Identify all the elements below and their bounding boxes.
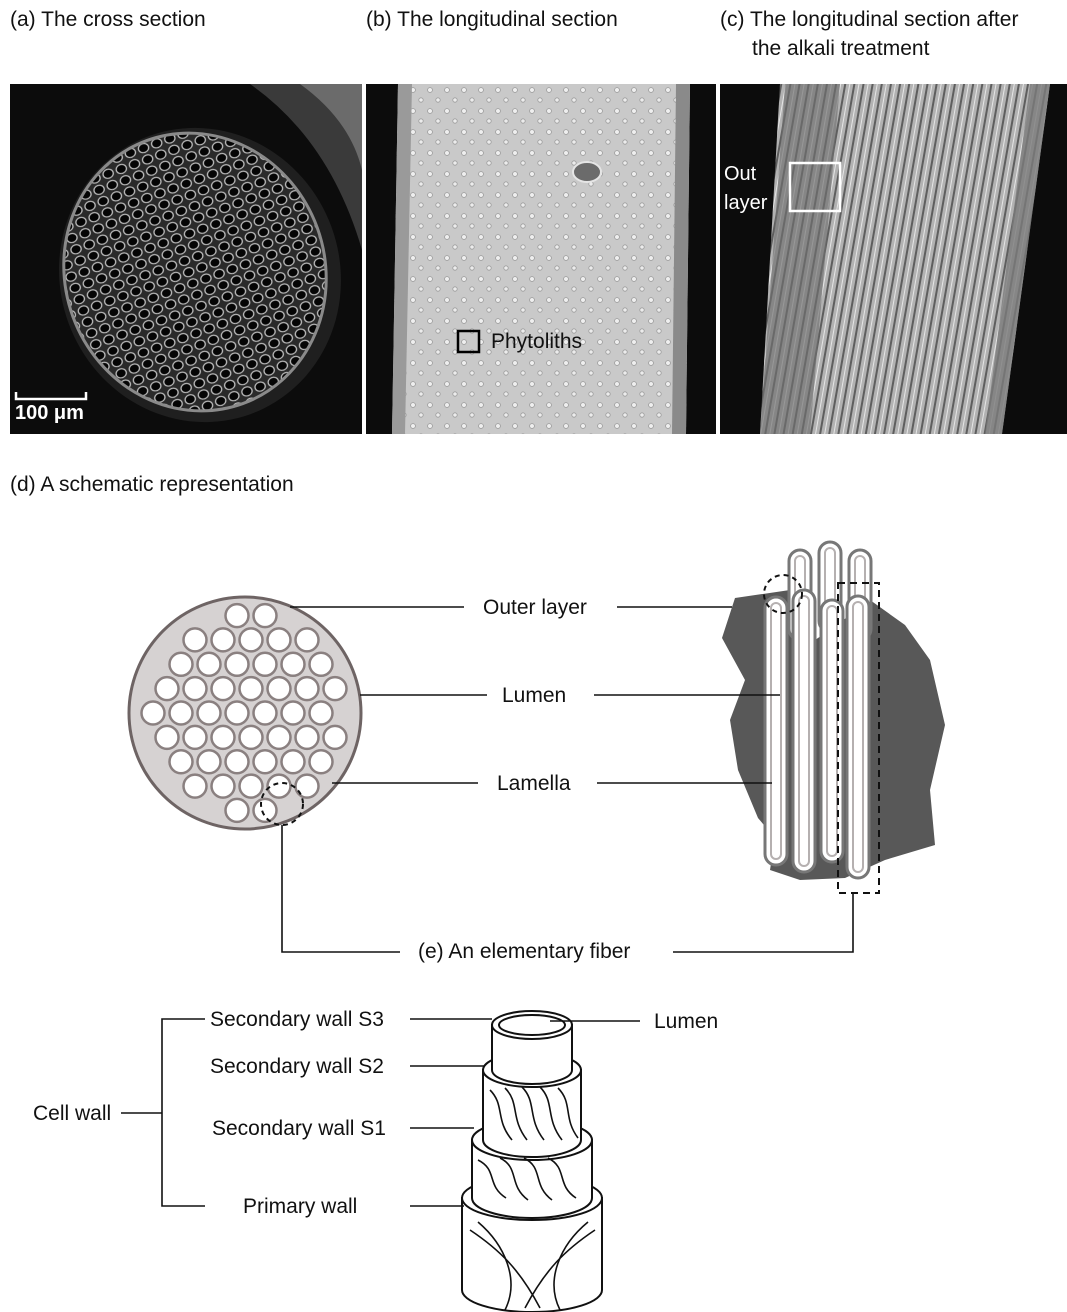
cell-lumen — [268, 775, 291, 798]
scale-bar-label: 100 μm — [15, 402, 84, 424]
cell-lumen — [254, 799, 277, 822]
elementary-fiber-drawing — [462, 1011, 602, 1312]
cell-lumen — [268, 677, 291, 700]
cell-lumen — [310, 702, 333, 725]
cell-lumen — [296, 677, 319, 700]
fiber-tube-lumen — [771, 603, 781, 859]
fiber-lumen-label: Lumen — [654, 1010, 718, 1033]
cell-lumen — [268, 726, 291, 749]
cell-lumen — [240, 628, 263, 651]
cell-lumen — [212, 628, 235, 651]
cell-lumen — [254, 702, 277, 725]
out-layer-label-line2: layer — [724, 192, 768, 214]
cell-lumen — [254, 653, 277, 676]
phytoliths-label: Phytoliths — [491, 330, 582, 353]
elementary-fiber-label: (e) An elementary fiber — [418, 940, 630, 963]
cell-lumen — [296, 726, 319, 749]
cell-lumen — [254, 750, 277, 773]
cell-lumen — [282, 750, 305, 773]
outer-layer-label: Outer layer — [483, 596, 587, 619]
cell-lumen — [212, 677, 235, 700]
cell-lumen — [282, 702, 305, 725]
cell-lumen — [198, 750, 221, 773]
cell-lumen — [324, 677, 347, 700]
cell-lumen — [170, 653, 193, 676]
cell-lumen — [226, 653, 249, 676]
cell-lumen — [310, 653, 333, 676]
cell-lumen — [254, 604, 277, 627]
cell-lumen — [226, 604, 249, 627]
cell-lumen — [296, 628, 319, 651]
cell-wall-label: Cell wall — [33, 1102, 111, 1125]
cell-lumen — [198, 702, 221, 725]
s1-label: Secondary wall S1 — [212, 1117, 386, 1140]
cell-lumen — [268, 628, 291, 651]
cell-lumen — [212, 726, 235, 749]
panel-c-caption-line1: (c) The longitudinal section after — [720, 8, 1018, 31]
panel-c-sem-image — [720, 84, 1067, 434]
panel-b-caption: (b) The longitudinal section — [366, 8, 618, 31]
cell-lumen — [324, 726, 347, 749]
cell-lumen — [240, 726, 263, 749]
fiber-tube-lumen — [799, 596, 809, 866]
cell-lumen — [198, 653, 221, 676]
fiber-tube-lumen — [827, 606, 837, 856]
cell-lumen — [184, 726, 207, 749]
cell-lumen — [310, 750, 333, 773]
cell-lumen — [226, 750, 249, 773]
s2-label: Secondary wall S2 — [210, 1055, 384, 1078]
s3-label: Secondary wall S3 — [210, 1008, 384, 1031]
cell-lumen — [170, 750, 193, 773]
cell-lumen — [296, 775, 319, 798]
cell-lumen — [212, 775, 235, 798]
cell-lumen — [184, 775, 207, 798]
primary-wall-label: Primary wall — [243, 1195, 357, 1218]
panel-a-caption: (a) The cross section — [10, 8, 206, 31]
cell-lumen — [184, 628, 207, 651]
cell-lumen — [156, 677, 179, 700]
panel-c-caption-line2: the alkali treatment — [752, 37, 930, 60]
panel-d-caption: (d) A schematic representation — [10, 473, 294, 496]
cell-lumen — [170, 702, 193, 725]
out-layer-label-line1: Out — [724, 163, 757, 185]
cell-lumen — [226, 799, 249, 822]
cell-lumen — [184, 677, 207, 700]
cell-lumen — [240, 775, 263, 798]
lamella-label: Lamella — [497, 772, 571, 795]
cell-lumen — [240, 677, 263, 700]
lumen-label: Lumen — [502, 684, 566, 707]
fiber-tube-lumen — [853, 602, 863, 872]
cell-lumen — [282, 653, 305, 676]
cell-lumen — [142, 702, 165, 725]
cell-lumen — [156, 726, 179, 749]
panel-b-sem-image — [366, 84, 716, 434]
cell-lumen — [226, 702, 249, 725]
